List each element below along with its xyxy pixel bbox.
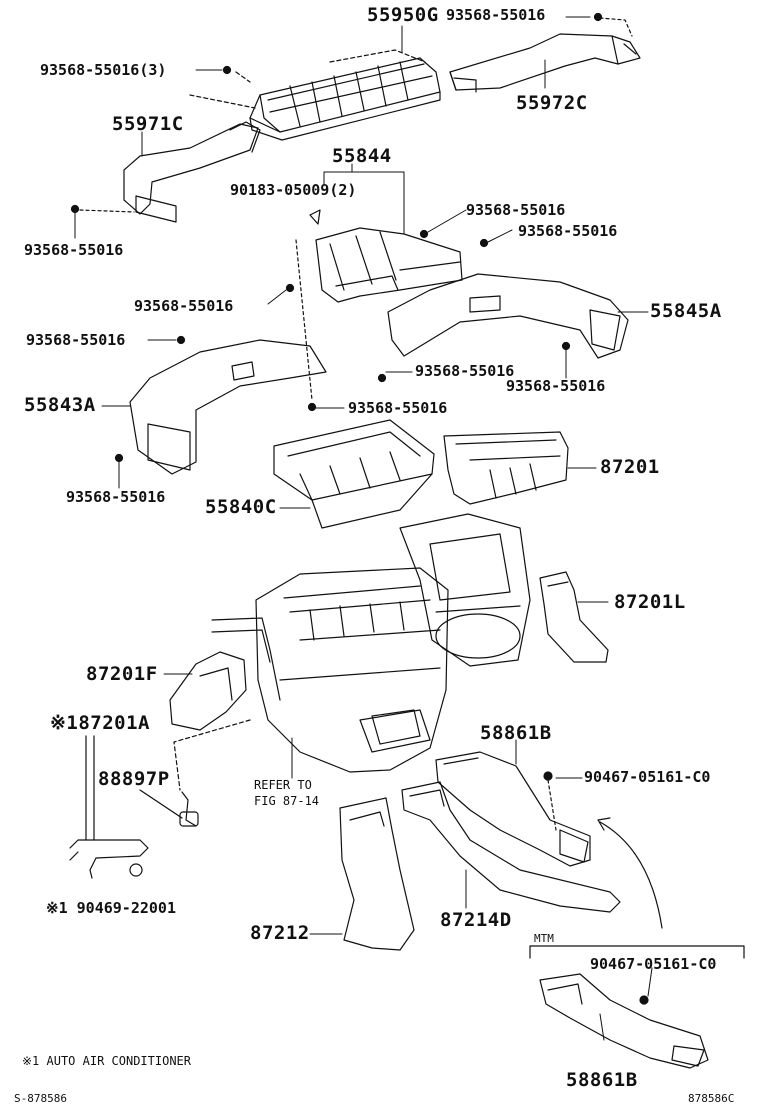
label-55950G: 55950G [367,4,439,26]
label-93568-c3: 93568-55016 [134,297,234,315]
screw-c3 [285,283,295,293]
guide-vertical-center [295,239,313,401]
screw-90467-top [543,771,553,781]
hose-87201A [69,839,149,879]
screw-left2 [176,335,186,345]
label-90469: ※1 90469-22001 [46,899,176,917]
label-93568-left2: 93568-55016 [26,331,126,349]
sensor-88897P [179,791,199,827]
label-58861B-top: 58861B [480,722,552,744]
screw-top-left [222,65,232,75]
box-87201 [443,431,569,505]
label-58861B-bottom: 58861B [566,1069,638,1091]
duct-55972C [449,17,641,93]
duct-55845A [387,273,629,359]
blower-unit [399,513,531,667]
label-55840C: 55840C [205,496,277,518]
label-93568-x3: 93568-55016(3) [40,61,167,79]
label-55844: 55844 [332,145,392,167]
pointer-arrowhead [597,817,611,831]
duct-55844 [315,227,463,303]
duct-58861B-bottom [539,973,709,1069]
guide-90467-top [547,779,557,831]
label-87212: 87212 [250,922,310,944]
mtm-bracket [529,945,745,959]
label-87201F: 87201F [86,663,158,685]
label-fig-87-14: FIG 87-14 [254,794,320,808]
label-refer-to: REFER TO [254,778,312,792]
clip-90183 [309,209,321,225]
screw-c4 [377,373,387,383]
dash-88897P [173,719,251,791]
screw-c2 [479,238,489,248]
duct-55950G [249,57,441,141]
label-93568-left1: 93568-55016 [24,241,124,259]
screw-left3 [114,453,124,463]
leader-88897P [139,789,183,819]
screw-top-right [593,12,603,22]
label-93568-c4: 93568-55016 [415,362,515,380]
label-93568-left3: 93568-55016 [66,488,166,506]
pipes [211,617,281,701]
label-87201L: 87201L [614,591,686,613]
label-55971C: 55971C [112,113,184,135]
screw-55971C [70,204,80,214]
pointer-arrow [599,821,663,929]
guide-55971C [79,209,135,213]
duct-87201F [169,651,247,731]
duct-55843A [129,339,327,475]
footnote: ※1 AUTO AIR CONDITIONER [22,1054,191,1068]
label-55845A: 55845A [650,300,722,322]
screw-c6 [307,402,317,412]
duct-55840C [273,419,435,529]
label-90467-top: 90467-05161-C0 [584,768,711,786]
label-87201: 87201 [600,456,660,478]
label-90467-mtm: 90467-05161-C0 [590,955,717,973]
label-90183: 90183-05009(2) [230,181,357,199]
label-87201A: ※187201A [50,712,150,734]
label-mtm: MTM [534,932,554,945]
duct-58861B-top [435,751,591,867]
leader-lines [74,16,653,1041]
duct-87214D [401,781,621,913]
label-93568-c5: 93568-55016 [506,377,606,395]
duct-55971C [123,121,261,223]
duct-87212 [339,797,415,951]
label-93568-c1: 93568-55016 [466,201,566,219]
screw-90467-mtm [639,995,649,1005]
label-55972C: 55972C [516,92,588,114]
label-93568-c2: 93568-55016 [518,222,618,240]
leader-87201A [85,735,95,841]
duct-87201L [539,571,609,663]
label-55843A: 55843A [24,394,96,416]
dash-guide-top [189,49,426,109]
hvac-unit [255,567,449,773]
label-93568-top: 93568-55016 [446,6,546,24]
screw-c1 [419,229,429,239]
ref-code-right: 878586C [688,1092,735,1105]
clamp-90469 [129,863,143,877]
label-87214D: 87214D [440,909,512,931]
label-93568-c6: 93568-55016 [348,399,448,417]
screw-c5 [561,341,571,351]
label-88897P: 88897P [98,768,170,790]
ref-code-left: S-878586 [14,1092,67,1105]
